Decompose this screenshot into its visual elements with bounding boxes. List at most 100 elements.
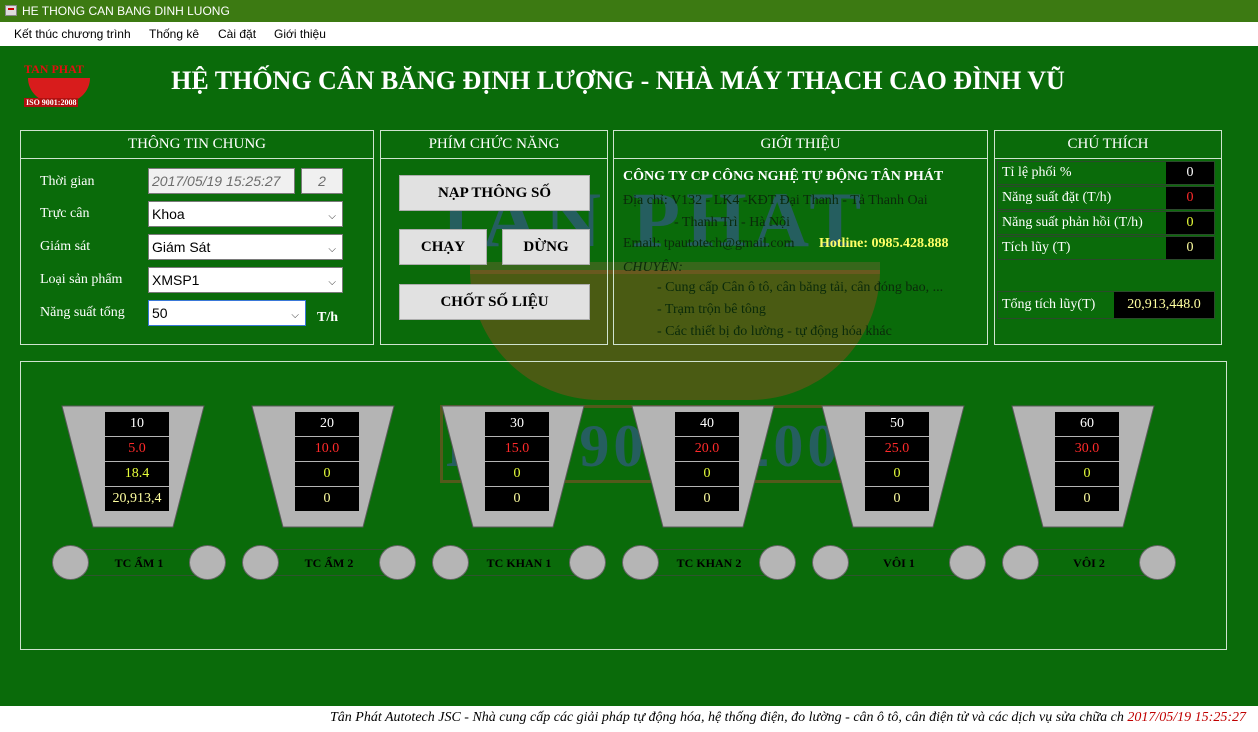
status-datetime: 2017/05/19 15:25:27 [1127,710,1246,725]
run-button[interactable]: CHẠY [399,229,487,265]
specialty-item-2: - Trạm trộn bê tông [657,302,766,317]
capacity-select[interactable]: 50 ⌵ [148,300,306,326]
general-info-panel: THÔNG TIN CHUNG Thời gian 2017/05/19 15:… [20,130,374,345]
belt-label: TC ẨM 1 [114,556,164,570]
legend-setpoint-value: 0 [1166,187,1214,209]
feeder-5-ratio: 50 [865,412,929,436]
belt-roller-left [242,545,279,580]
product-value: XMSP1 [152,272,200,288]
legend-total-row: Tổng tích lũy(T) 20,913,448.0 [997,291,1215,319]
functions-title: PHÍM CHỨC NĂNG [381,131,607,159]
belt-roller-right [1139,545,1176,580]
capacity-value: 50 [152,305,168,321]
address-line1: Địa chỉ: V132 - LK4 -KĐT Đại Thanh - Tả … [623,193,928,208]
menu-statistics[interactable]: Thống kê [149,27,200,41]
belt-label: VÔI 1 [883,556,915,570]
product-label: Loại sản phẩm [40,272,123,287]
belt-label: TC ẨM 2 [304,556,354,570]
feeder-2-ratio: 20 [295,412,359,436]
belt-roller-left [52,545,89,580]
feeder-2-setpoint: 10.0 [295,437,359,461]
page-title: HỆ THỐNG CÂN BĂNG ĐỊNH LƯỢNG - NHÀ MÁY T… [171,66,1065,95]
status-message: Tân Phát Autotech JSC - Nhà cung cấp các… [330,710,1124,725]
menu-settings[interactable]: Cài đặt [218,27,257,41]
feeder-2-feedback: 0 [295,462,359,486]
legend-accum-value: 0 [1166,237,1214,259]
intro-title: GIỚI THIỆU [614,131,987,159]
feeder-6-feedback: 0 [1055,462,1119,486]
conveyor-belt-4: TC KHAN 2 [622,545,796,582]
menu-bar: Kết thúc chương trình Thống kê Cài đặt G… [0,22,1258,46]
intro-panel: GIỚI THIỆU CÔNG TY CP CÔNG NGHỆ TỰ ĐỘNG … [613,130,988,345]
capacity-label: Năng suất tổng [40,305,125,320]
chevron-down-icon: ⌵ [328,211,336,222]
legend-feedback-value: 0 [1166,212,1214,234]
functions-panel: PHÍM CHỨC NĂNG NẠP THÔNG SỐ CHẠY DỪNG CH… [380,130,608,345]
legend-feedback-label: Năng suất phản hồi (T/h) [1002,215,1143,230]
legend-panel: CHÚ THÍCH Tỉ lệ phối % 0 Năng suất đặt (… [994,130,1222,345]
stop-button[interactable]: DỪNG [502,229,590,265]
legend-row-setpoint: Năng suất đặt (T/h) 0 [997,186,1215,210]
feeder-4-setpoint: 20.0 [675,437,739,461]
menu-about[interactable]: Giới thiệu [274,27,326,41]
legend-total-value: 20,913,448.0 [1114,292,1214,318]
feeder-3-setpoint: 15.0 [485,437,549,461]
legend-ratio-value: 0 [1166,162,1214,184]
feeder-4-feedback: 0 [675,462,739,486]
feeder-3-accum: 0 [485,487,549,511]
belt-label: TC KHAN 2 [676,556,742,570]
operator-select[interactable]: Khoa ⌵ [148,201,343,227]
conveyor-belt-3: TC KHAN 1 [432,545,606,582]
hotline-text: Hotline: 0985.428.888 [819,236,949,251]
feeder-6-setpoint: 30.0 [1055,437,1119,461]
operator-value: Khoa [152,206,185,222]
supervisor-value: Giám Sát [152,239,211,255]
menu-exit[interactable]: Kết thúc chương trình [14,27,131,41]
title-bar: HE THONG CAN BANG DINH LUONG [0,0,1258,22]
company-logo: TAN PHAT ISO 9001:2008 [24,60,96,112]
belt-roller-right [569,545,606,580]
feeder-3-ratio: 30 [485,412,549,436]
feeder-6-ratio: 60 [1055,412,1119,436]
feeder-4-accum: 0 [675,487,739,511]
chevron-down-icon: ⌵ [328,244,336,255]
close-data-button[interactable]: CHỐT SỐ LIỆU [399,284,590,320]
feeder-2-accum: 0 [295,487,359,511]
belt-roller-right [949,545,986,580]
feeder-1-feedback: 18.4 [105,462,169,486]
operator-label: Trực cân [40,206,90,221]
supervisor-select[interactable]: Giám Sát ⌵ [148,234,343,260]
legend-total-label: Tổng tích lũy(T) [1002,297,1096,312]
specialty-label: CHUYÊN: [623,260,683,275]
email-text: Email: tpautotech@gmail.com [623,236,795,251]
legend-row-accum: Tích lũy (T) 0 [997,236,1215,260]
belt-roller-right [189,545,226,580]
general-info-title: THÔNG TIN CHUNG [21,131,373,159]
app-icon [5,5,17,16]
logo-name: TAN PHAT [24,62,84,76]
address-line2: - Thanh Trì - Hà Nội [674,215,791,230]
legend-accum-label: Tích lũy (T) [1002,240,1071,255]
belt-roller-left [432,545,469,580]
window-title: HE THONG CAN BANG DINH LUONG [22,4,230,18]
legend-ratio-label: Tỉ lệ phối % [1002,165,1072,180]
load-params-button[interactable]: NẠP THÔNG SỐ [399,175,590,211]
chevron-down-icon: ⌵ [291,310,299,321]
specialty-item-1: - Cung cấp Cân ô tô, cân băng tải, cân đ… [657,280,944,295]
company-name: CÔNG TY CP CÔNG NGHỆ TỰ ĐỘNG TÂN PHÁT [623,169,944,184]
feeder-5-setpoint: 25.0 [865,437,929,461]
feeder-6-accum: 0 [1055,487,1119,511]
conveyor-belt-5: VÔI 1 [812,545,986,582]
feeder-3-feedback: 0 [485,462,549,486]
shift-field: 2 [301,168,343,194]
feeder-1-ratio: 10 [105,412,169,436]
belt-label: TC KHAN 1 [486,556,552,570]
belt-roller-right [379,545,416,580]
product-select[interactable]: XMSP1 ⌵ [148,267,343,293]
specialty-item-3: - Các thiết bị đo lường - tự động hóa kh… [657,324,892,339]
